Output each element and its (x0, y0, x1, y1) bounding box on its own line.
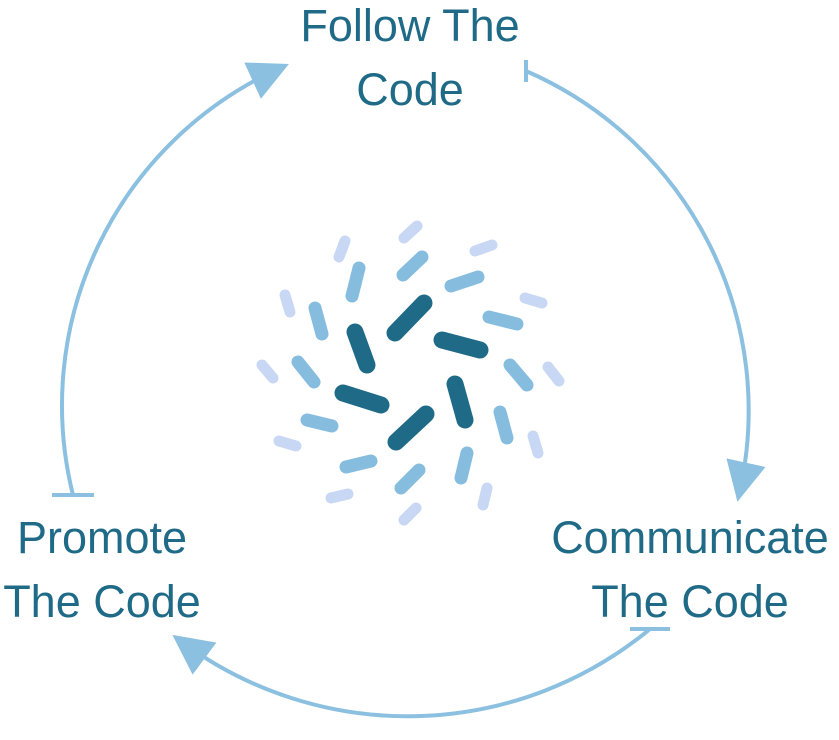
arrow-promote-to-follow (52, 62, 289, 497)
pinwheel-dash-graphic (256, 220, 565, 526)
pinwheel-dash (386, 294, 433, 342)
cycle-arrow-bottom (172, 627, 652, 719)
cycle-arrow-left (60, 62, 289, 496)
pinwheel-dash (300, 413, 339, 433)
pinwheel-dash (469, 239, 498, 257)
pinwheel-dash (394, 463, 426, 495)
step-label-line: Promote (16, 512, 188, 563)
pinwheel-dash (396, 250, 429, 282)
pinwheel-dash (334, 384, 390, 414)
pinwheel-dash (273, 435, 302, 452)
step-promote-the-code: Promote The Code (0, 506, 222, 634)
pinwheel-dash (493, 405, 514, 445)
pinwheel-dash (542, 361, 565, 387)
pinwheel-dash (333, 235, 351, 263)
pinwheel-dash (482, 310, 524, 331)
pinwheel-dash (256, 359, 279, 384)
cycle-arrow-right (525, 69, 766, 502)
step-label-line: Follow The (300, 0, 520, 51)
step-label-line: Communicate (551, 512, 829, 563)
pinwheel-dash (454, 446, 474, 485)
arrow-communicate-to-promote (172, 627, 670, 719)
pinwheel-dash (291, 355, 321, 389)
pinwheel-dash (527, 430, 544, 459)
pinwheel-dash (339, 454, 378, 474)
step-communicate-the-code: Communicate The Code (520, 506, 839, 634)
pinwheel-dash (398, 502, 422, 526)
pinwheel-dash (346, 323, 376, 374)
pinwheel-dash (446, 375, 474, 429)
step-label-line: The Code (591, 576, 789, 627)
step-label-line: The Code (3, 576, 201, 627)
pinwheel-dash (308, 301, 329, 341)
pinwheel-dash (433, 331, 489, 359)
pinwheel-dash (387, 405, 435, 451)
pinwheel-dash (519, 292, 548, 309)
step-follow-the-code: Follow The Code (250, 0, 570, 122)
pinwheel-dash (325, 488, 354, 504)
pinwheel-dash (279, 289, 296, 318)
step-label-line: Code (356, 64, 464, 115)
pinwheel-dash (398, 220, 423, 244)
pinwheel-dash (444, 270, 485, 293)
pinwheel-dash (503, 358, 534, 392)
arrow-follow-to-communicate (524, 60, 766, 502)
pinwheel-dash (345, 261, 366, 303)
pinwheel-dash (477, 482, 493, 511)
